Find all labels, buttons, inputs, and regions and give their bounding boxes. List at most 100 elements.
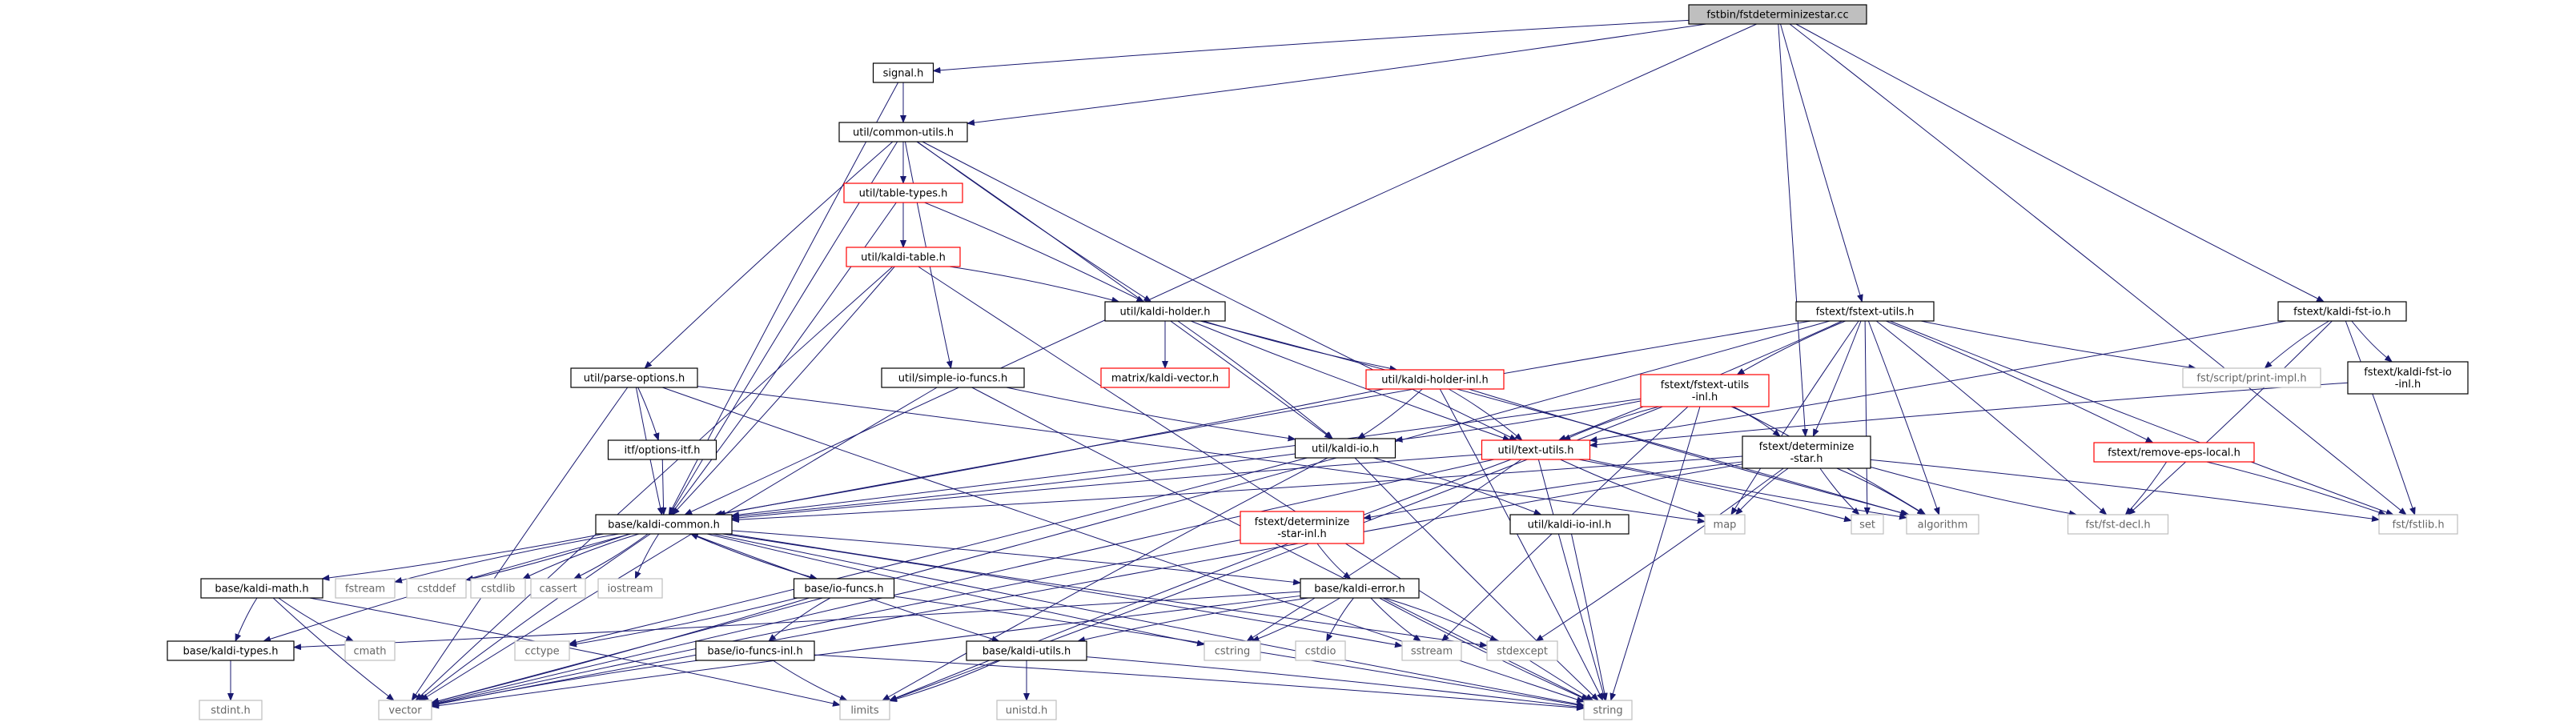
edge-fstextutils-to-fstdecl bbox=[1875, 320, 2108, 515]
node-label: util/kaldi-io.h bbox=[1312, 443, 1379, 455]
node-cstring[interactable]: cstring bbox=[1204, 640, 1261, 661]
node-label: base/io-funcs-inl.h bbox=[707, 646, 802, 658]
node-box bbox=[839, 700, 890, 720]
node-label: matrix/kaldi-vector.h bbox=[1111, 373, 1219, 385]
node-label: util/common-utils.h bbox=[853, 127, 954, 139]
node-label: sstream bbox=[1411, 646, 1453, 658]
node-stdint[interactable]: stdint.h bbox=[199, 700, 263, 720]
edge-fstextutils-to-kaldicommon bbox=[717, 320, 1811, 517]
node-label: limits bbox=[850, 705, 879, 717]
edge-kaldimath-to-kalditypes bbox=[235, 597, 258, 642]
node-kaldiutils[interactable]: base/kaldi-utils.h bbox=[966, 640, 1087, 661]
edge-fstextutils-to-removeeps bbox=[1886, 320, 2154, 443]
node-printimpl[interactable]: fst/script/print-impl.h bbox=[2182, 367, 2321, 388]
node-label: fstext/fstext-utils bbox=[1661, 379, 1750, 391]
node-box bbox=[530, 578, 586, 599]
edge-determinize-to-map bbox=[1734, 467, 1789, 515]
node-kaldifstio[interactable]: fstext/kaldi-fst-io.h bbox=[2277, 301, 2407, 322]
node-label: map bbox=[1714, 519, 1737, 531]
edge-determinize-to-fstdecl bbox=[1870, 467, 2078, 517]
node-label: string bbox=[1593, 705, 1622, 717]
node-sstream[interactable]: sstream bbox=[1401, 640, 1462, 661]
node-tabletypes[interactable]: util/table-types.h bbox=[843, 183, 963, 203]
node-box bbox=[1294, 438, 1397, 459]
node-box bbox=[1240, 511, 1364, 544]
node-simpleio[interactable]: util/simple-io-funcs.h bbox=[881, 367, 1025, 388]
edge-kaldiio-to-limits bbox=[882, 457, 1328, 701]
node-set[interactable]: set bbox=[1851, 514, 1884, 535]
node-matrixvector[interactable]: matrix/kaldi-vector.h bbox=[1100, 367, 1230, 388]
edge-determinize-to-algorithm bbox=[1836, 467, 1926, 515]
node-box bbox=[167, 640, 295, 661]
node-fstdecl[interactable]: fst/fst-decl.h bbox=[2067, 514, 2169, 535]
node-box bbox=[570, 367, 698, 388]
node-label: -inl.h bbox=[2395, 379, 2421, 391]
node-fstextutils[interactable]: fstext/fstext-utils.h bbox=[1795, 301, 1935, 322]
node-commonutils[interactable]: util/common-utils.h bbox=[838, 122, 968, 142]
node-box bbox=[838, 122, 968, 142]
node-cstdio[interactable]: cstdio bbox=[1295, 640, 1346, 661]
node-box bbox=[335, 578, 396, 599]
node-fstlib[interactable]: fst/fstlib.h bbox=[2378, 514, 2458, 535]
node-box bbox=[199, 700, 263, 720]
node-kaldiio[interactable]: util/kaldi-io.h bbox=[1294, 438, 1397, 459]
node-cmath[interactable]: cmath bbox=[344, 640, 396, 661]
node-string[interactable]: string bbox=[1583, 700, 1633, 720]
node-stdexcept[interactable]: stdexcept bbox=[1486, 640, 1558, 661]
edge-kaldiholder-to-textutils bbox=[1190, 320, 1511, 441]
edge-kaldicommon-to-cstring bbox=[706, 533, 1205, 647]
node-parseoptions[interactable]: util/parse-options.h bbox=[570, 367, 698, 388]
node-cstddef[interactable]: cstddef bbox=[406, 578, 467, 599]
node-determinize[interactable]: fstext/determinize-star.h bbox=[1742, 435, 1871, 469]
node-cstdlib[interactable]: cstdlib bbox=[470, 578, 526, 599]
node-kaldifstioinl[interactable]: fstext/kaldi-fst-io-inl.h bbox=[2347, 361, 2469, 395]
edge-textutils-to-set bbox=[1578, 459, 1852, 523]
node-iofuncs[interactable]: base/io-funcs.h bbox=[793, 578, 895, 599]
node-map[interactable]: map bbox=[1704, 514, 1746, 535]
node-optionsitf[interactable]: itf/options-itf.h bbox=[607, 439, 717, 460]
node-unistd[interactable]: unistd.h bbox=[996, 700, 1057, 720]
edge-root-to-kaldicommon bbox=[684, 23, 1758, 515]
node-cassert[interactable]: cassert bbox=[530, 578, 586, 599]
node-kaldiioinl[interactable]: util/kaldi-io-inl.h bbox=[1509, 514, 1630, 535]
node-fstextutilsinl[interactable]: fstext/fstext-utils-inl.h bbox=[1640, 374, 1770, 407]
node-root[interactable]: fstbin/fstdeterminizestar.cc bbox=[1688, 4, 1867, 25]
node-holderinl[interactable]: util/kaldi-holder-inl.h bbox=[1365, 369, 1505, 390]
node-box bbox=[1851, 514, 1884, 535]
node-determinizeinl[interactable]: fstext/determinize-star-inl.h bbox=[1240, 511, 1364, 544]
node-vector[interactable]: vector bbox=[378, 700, 432, 720]
node-kalditable[interactable]: util/kaldi-table.h bbox=[846, 247, 961, 267]
node-box bbox=[793, 578, 895, 599]
node-box bbox=[1401, 640, 1462, 661]
edge-kalditable-to-vector bbox=[415, 266, 894, 701]
edge-kaldifstio-to-fstlib bbox=[2345, 320, 2416, 515]
node-fstream[interactable]: fstream bbox=[335, 578, 396, 599]
node-signal[interactable]: signal.h bbox=[872, 62, 934, 83]
node-label: fstext/fstext-utils.h bbox=[1816, 307, 1915, 319]
node-box bbox=[1104, 301, 1226, 322]
node-label: set bbox=[1859, 519, 1875, 531]
edge-kaldifstio-to-textutils bbox=[1589, 320, 2287, 443]
node-box bbox=[200, 578, 324, 599]
edge-fstextutils-to-algorithm bbox=[1867, 320, 1940, 515]
node-kaldicommon[interactable]: base/kaldi-common.h bbox=[595, 514, 733, 535]
node-label: base/kaldi-math.h bbox=[215, 584, 308, 596]
node-kaldierror[interactable]: base/kaldi-error.h bbox=[1300, 578, 1420, 599]
node-kalditypes[interactable]: base/kaldi-types.h bbox=[167, 640, 295, 661]
edge-determinize-to-kaldicommon bbox=[731, 455, 1743, 523]
node-limits[interactable]: limits bbox=[839, 700, 890, 720]
node-iofuncsinl[interactable]: base/io-funcs-inl.h bbox=[695, 640, 815, 661]
edge-commonutils-to-parseoptions bbox=[644, 141, 894, 369]
node-kaldiholder[interactable]: util/kaldi-holder.h bbox=[1104, 301, 1226, 322]
edge-kaldierror-to-cstdio bbox=[1326, 597, 1354, 642]
node-algorithm[interactable]: algorithm bbox=[1906, 514, 1979, 535]
node-box bbox=[406, 578, 467, 599]
node-box bbox=[881, 367, 1025, 388]
node-kaldimath[interactable]: base/kaldi-math.h bbox=[200, 578, 324, 599]
edge-root-to-fstextutils bbox=[1780, 23, 1863, 303]
edge-kaldiholder-to-algorithm bbox=[1200, 320, 1909, 516]
node-iostream[interactable]: iostream bbox=[597, 578, 663, 599]
node-removeeps[interactable]: fstext/remove-eps-local.h bbox=[2093, 442, 2255, 463]
node-cctype[interactable]: cctype bbox=[514, 640, 570, 661]
node-textutils[interactable]: util/text-utils.h bbox=[1481, 439, 1591, 460]
